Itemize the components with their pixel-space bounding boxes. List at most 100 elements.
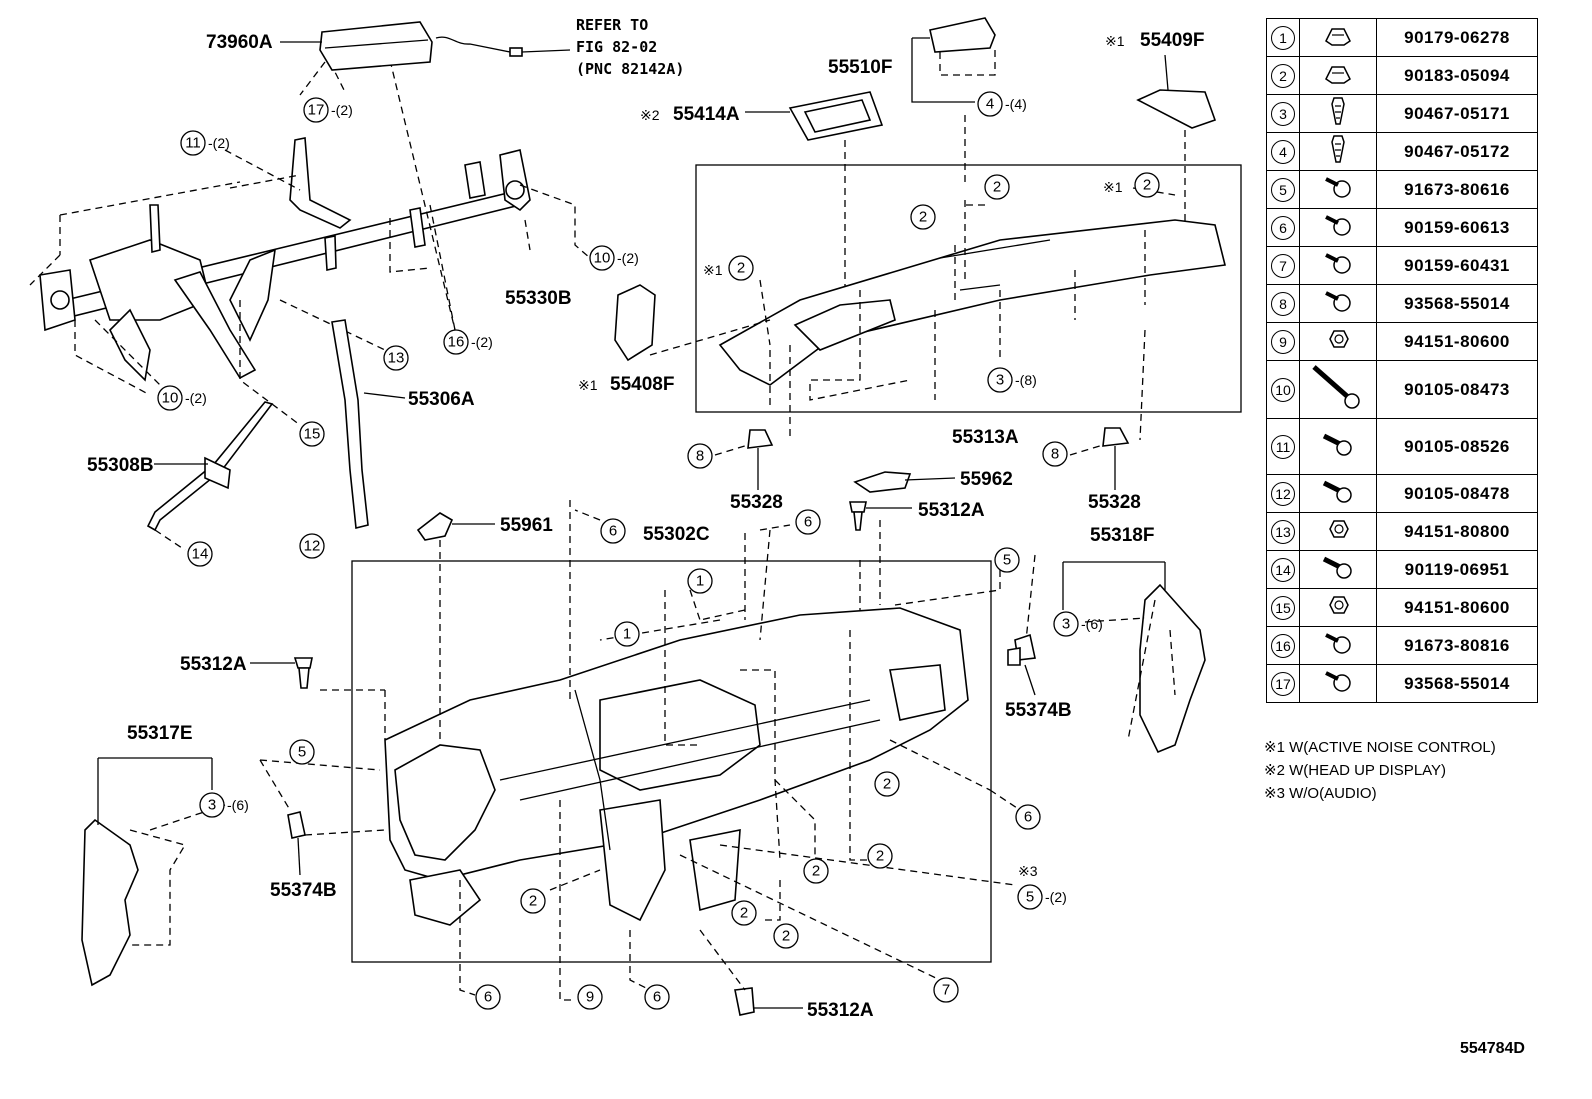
instrument-panel-reinforcement [39,137,531,382]
legend-part-number: 90105-08478 [1376,474,1538,513]
svg-text:5: 5 [1003,552,1011,569]
svg-text:-(2): -(2) [185,390,207,406]
legend-row: 16 91673-80816 [1266,626,1538,665]
bracket-55328-right [1102,427,1130,447]
legend-part-number: 90105-08473 [1376,360,1538,419]
svg-text:6: 6 [484,989,492,1006]
footnote-3: ※3 W/O(AUDIO) [1264,785,1377,802]
callout-10a: 10-(2) [589,245,639,271]
svg-text:2: 2 [993,179,1001,196]
long-bolt-icon [1299,360,1377,419]
legend-part-number: 90183-05094 [1376,56,1538,95]
legend-number: 10 [1266,360,1300,419]
legend-row: 10 90105-08473 [1266,360,1538,419]
label-55961: 55961 [500,515,553,536]
svg-text:15: 15 [304,426,321,443]
side-cover-55317E [81,818,139,987]
label-55330B: 55330B [505,288,572,309]
callout-2e: 2 [874,771,900,797]
callout-2j: 2 [773,923,799,949]
legend-part-number: 90467-05171 [1376,94,1538,133]
callout-1a: 1 [687,568,713,594]
svg-text:2: 2 [883,776,891,793]
cover-55510F [929,17,996,53]
brace-55308B [146,401,274,532]
callout-16: 16-(2) [443,329,493,355]
callout-1b: 1 [614,621,640,647]
callout-5b: 5 [289,739,315,765]
mark-1-left: ※1 [703,262,723,278]
brace-55306A [331,319,369,529]
legend-number: 6 [1266,208,1300,247]
legend-number-circle: 7 [1271,253,1295,278]
legend-number: 16 [1266,626,1300,665]
legend-number: 15 [1266,588,1300,627]
callout-4: 4-(4) [977,91,1027,117]
screw-icon [1299,626,1377,665]
svg-text:3: 3 [1062,616,1070,633]
legend-part-number: 94151-80800 [1376,512,1538,551]
svg-text:2: 2 [737,260,745,277]
screw-icon [1299,208,1377,247]
legend-number-circle: 8 [1271,291,1295,316]
nut-icon [1299,512,1377,551]
svg-text:2: 2 [919,209,927,226]
svg-text:-(2): -(2) [1045,889,1067,905]
svg-text:2: 2 [1143,177,1151,194]
mark-55414A: ※2 [640,107,660,123]
clip-nut-icon [1299,56,1377,95]
knee-airbag-73960A [319,21,523,71]
svg-text:-(2): -(2) [208,135,230,151]
callout-2a: 2 [984,174,1010,200]
legend-number-circle: 6 [1271,215,1295,240]
callout-17: 17-(2) [303,97,353,123]
callout-7: 7 [933,977,959,1003]
legend-number-circle: 4 [1271,139,1295,164]
vent-55962 [853,471,912,493]
legend-row: 3 90467-05171 [1266,94,1538,133]
legend-number: 12 [1266,474,1300,513]
bolt-icon [1299,550,1377,589]
label-refer-3: (PNC 82142A) [576,60,684,78]
legend-part-number: 91673-80816 [1376,626,1538,665]
speaker-55408F [614,284,656,362]
legend-part-number: 90467-05172 [1376,132,1538,171]
svg-text:13: 13 [388,350,405,367]
svg-text:16: 16 [448,334,465,351]
legend-number: 11 [1266,418,1300,475]
callout-12: 12 [299,533,325,559]
svg-text:1: 1 [623,626,631,643]
legend-part-number: 91673-80616 [1376,170,1538,209]
bracket-55374B-left [287,811,306,839]
label-55510F: 55510F [828,57,892,78]
screw-icon [1299,170,1377,209]
legend-number-circle: 15 [1271,595,1295,620]
label-55374B-left: 55374B [270,880,337,901]
footnote-2: ※2 W(HEAD UP DISPLAY) [1264,762,1447,779]
legend-number: 8 [1266,284,1300,323]
label-55328-right: 55328 [1088,492,1141,513]
legend-number: 4 [1266,132,1300,171]
callout-2d: 2 [728,255,754,281]
svg-text:2: 2 [812,863,820,880]
svg-text:14: 14 [192,546,209,563]
legend-number-circle: 5 [1271,177,1295,202]
svg-text:6: 6 [1024,809,1032,826]
callout-6a: 6 [600,518,626,544]
callout-14: 14 [187,541,213,567]
svg-text:-(8): -(8) [1015,372,1037,388]
callout-3b: 3-(6) [1053,611,1103,637]
label-55414A: 55414A [673,104,740,125]
legend-number-circle: 10 [1271,377,1295,402]
callout-3c: 3-(6) [199,792,249,818]
svg-text:3: 3 [996,372,1004,389]
legend-number-circle: 3 [1271,101,1295,126]
legend-number-circle: 12 [1271,481,1295,506]
